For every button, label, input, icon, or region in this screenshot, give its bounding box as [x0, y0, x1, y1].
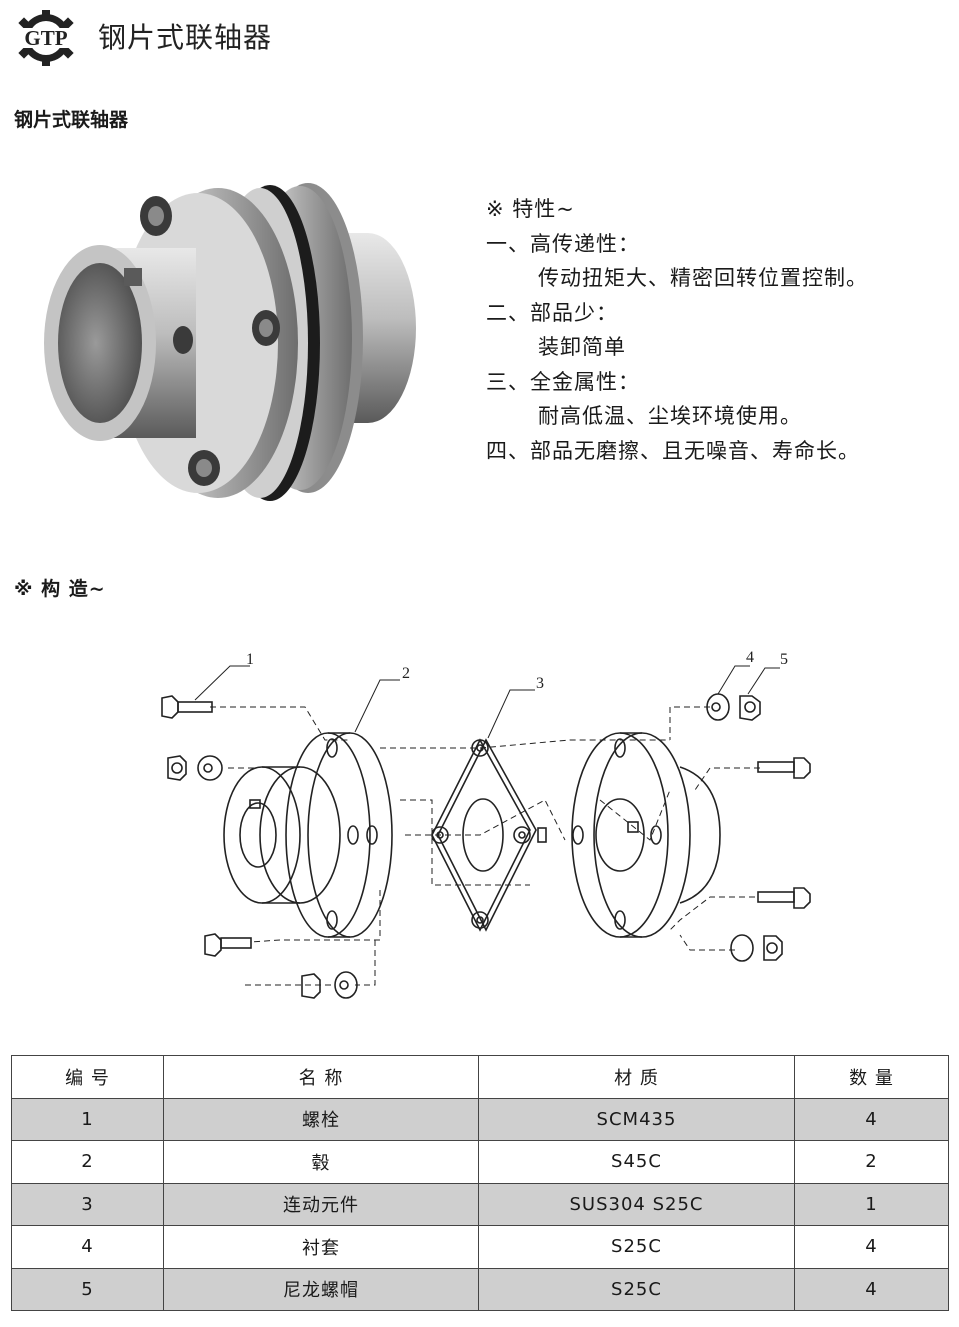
- page-title: 钢片式联轴器: [98, 21, 273, 54]
- nut-bushing-left: [167, 755, 223, 781]
- table-header-row: 编 号 名 称 材 质 数 量: [11, 1055, 949, 1099]
- table-cell: 螺栓: [163, 1097, 479, 1141]
- page-header: GTP 钢片式联轴器: [0, 0, 959, 80]
- table-cell: 5: [11, 1267, 164, 1311]
- table-cell: 4: [794, 1097, 949, 1141]
- bolt-part: [161, 695, 213, 719]
- structure-heading: ※ 构 造~: [14, 578, 106, 600]
- col-header-number: 编 号: [11, 1055, 164, 1099]
- feature-line: 三、全金属性：: [486, 369, 640, 394]
- feature-line: 传动扭矩大、精密回转位置控制。: [538, 266, 868, 290]
- section-title: 钢片式联轴器: [14, 109, 129, 131]
- feature-line: 耐高低温、尘埃环境使用。: [538, 404, 802, 428]
- callout-label: 2: [402, 665, 410, 682]
- parts-spec-table: 编 号 名 称 材 质 数 量 1 螺栓 SCM435 4 2 毂 S45C 2…: [11, 1055, 949, 1311]
- table-cell: 衬套: [163, 1225, 479, 1269]
- bushing-nut-lower-right: [730, 934, 783, 962]
- table-row: 4 衬套 S25C 4: [11, 1225, 949, 1269]
- table-row: 2 毂 S45C 2: [11, 1140, 949, 1184]
- table-row: 5 尼龙螺帽 S25C 4: [11, 1267, 949, 1311]
- features-list: ※ 特性~ 一、高传递性： 传动扭矩大、精密回转位置控制。 二、部品少： 装卸简…: [486, 192, 926, 468]
- feature-line: 装卸简单: [538, 335, 626, 359]
- disc-element-part: [431, 738, 547, 932]
- coupling-product-image: [44, 183, 416, 501]
- gtp-gear-logo: GTP: [8, 10, 84, 66]
- table-cell: 连动元件: [163, 1182, 479, 1226]
- table-cell: 2: [11, 1140, 164, 1184]
- feature-line: 一、高传递性：: [486, 231, 640, 256]
- callout-label: 3: [536, 675, 544, 692]
- exploded-assembly-diagram: 1 2 3 4 5: [161, 649, 811, 999]
- table-cell: S45C: [478, 1140, 795, 1184]
- table-cell: S25C: [478, 1267, 795, 1311]
- callout-label: 5: [780, 651, 788, 668]
- bolt-part: [757, 757, 811, 909]
- table-cell: 2: [794, 1140, 949, 1184]
- callout-label: 1: [246, 651, 254, 668]
- table-cell: 3: [11, 1182, 164, 1226]
- features-heading: ※ 特性~: [486, 197, 575, 221]
- col-header-name: 名 称: [163, 1055, 479, 1099]
- col-header-material: 材 质: [478, 1055, 795, 1099]
- table-cell: 毂: [163, 1140, 479, 1184]
- table-row: 3 连动元件 SUS304 S25C 1: [11, 1182, 949, 1226]
- callout-label: 4: [746, 649, 754, 666]
- table-cell: 1: [11, 1097, 164, 1141]
- table-cell: 4: [11, 1225, 164, 1269]
- lower-left-parts: [204, 933, 358, 999]
- table-cell: 1: [794, 1182, 949, 1226]
- left-hub-part: [223, 732, 393, 938]
- table-cell: S25C: [478, 1225, 795, 1269]
- col-header-quantity: 数 量: [794, 1055, 949, 1099]
- table-cell: SCM435: [478, 1097, 795, 1141]
- table-cell: 尼龙螺帽: [163, 1267, 479, 1311]
- table-row: 1 螺栓 SCM435 4: [11, 1097, 949, 1141]
- logo-text: GTP: [24, 26, 67, 50]
- table-cell: SUS304 S25C: [478, 1182, 795, 1226]
- right-hub-part: [571, 732, 721, 938]
- bushing-nut-right: [706, 693, 761, 721]
- table-cell: 4: [794, 1225, 949, 1269]
- feature-line: 二、部品少：: [486, 300, 618, 325]
- feature-line: 四、部品无磨擦、且无噪音、寿命长。: [486, 438, 860, 463]
- table-cell: 4: [794, 1267, 949, 1311]
